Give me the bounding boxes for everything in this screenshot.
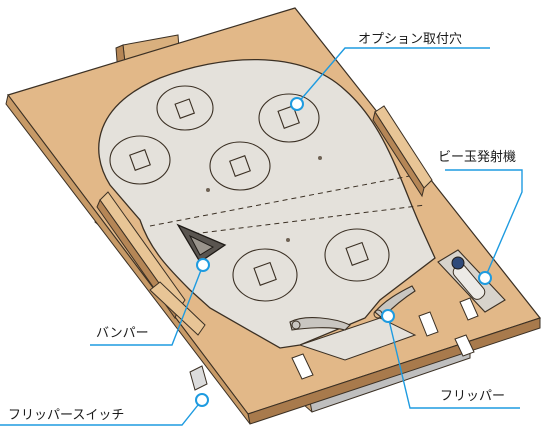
label-flipper-switch: フリッパースイッチ: [8, 408, 124, 423]
right-rail: [372, 105, 433, 198]
playfield-lower-pocket: [298, 317, 417, 361]
label-ball-launcher: ビー玉発射機: [438, 149, 516, 165]
callout-flipper-switch: フリッパースイッチ: [0, 393, 209, 426]
bumper: [176, 223, 227, 263]
callout-flipper: フリッパー: [381, 309, 520, 409]
dashed-lines: [149, 174, 426, 236]
flipper-switch: [189, 365, 208, 391]
mount-hole: [258, 93, 320, 143]
mount-hole: [209, 141, 271, 191]
mount-hole: [324, 228, 390, 282]
ball-launcher: [437, 249, 506, 313]
callout-option-mount-hole: オプション取付穴: [290, 32, 490, 111]
board-slots: [291, 297, 479, 380]
callout-bumper: バンパー: [90, 258, 210, 346]
label-bumper: バンパー: [96, 326, 149, 341]
marble: [451, 256, 465, 270]
mount-hole: [156, 85, 214, 131]
mount-hole: [232, 248, 298, 302]
label-flipper: フリッパー: [440, 389, 505, 404]
label-option-mount-hole: オプション取付穴: [358, 32, 462, 47]
option-mount-holes: [109, 85, 390, 302]
callout-ball-launcher: ビー玉発射機: [438, 149, 523, 285]
small-holes: [206, 156, 322, 242]
mount-hole: [109, 135, 171, 185]
